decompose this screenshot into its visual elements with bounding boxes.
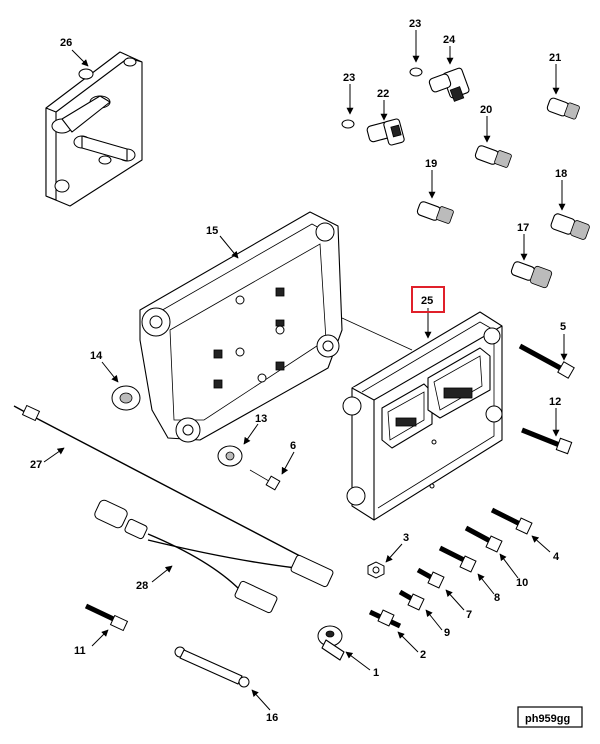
- callout-28: 28: [136, 580, 148, 592]
- callout-1: 1: [373, 667, 379, 679]
- part-9-bolt: [398, 589, 425, 611]
- callout-23-upper: 23: [409, 18, 421, 30]
- part-20-sensor: [474, 145, 512, 168]
- callout-6: 6: [290, 440, 296, 452]
- callout-25: 25: [421, 295, 433, 307]
- part-10-bolt: [464, 525, 503, 553]
- callout-5: 5: [560, 321, 566, 333]
- part-25-ecm: [342, 311, 503, 521]
- callout-23-lower: 23: [343, 72, 355, 84]
- part-14-grommet: [111, 385, 141, 411]
- callout-13: 13: [255, 413, 267, 425]
- callout-22: 22: [377, 88, 389, 100]
- reference-code: ph959gg: [525, 713, 570, 725]
- part-2-sensor: [368, 609, 402, 629]
- part-1-knock-sensor: [317, 625, 345, 661]
- part-21-sensor: [546, 97, 580, 120]
- callout-15: 15: [206, 225, 218, 237]
- callout-16: 16: [266, 712, 278, 724]
- callout-8: 8: [494, 592, 500, 604]
- part-13-spacer: [217, 445, 243, 467]
- part-6-bolt: [249, 469, 281, 491]
- part-19-sensor: [416, 201, 454, 224]
- part-23-o-ring-upper: [409, 67, 423, 77]
- callout-20: 20: [480, 104, 492, 116]
- callout-19: 19: [425, 158, 437, 170]
- part-24-sensor: [428, 67, 470, 102]
- highlight-box-25: [411, 286, 445, 313]
- part-8-bolt: [438, 545, 477, 573]
- part-7-bolt: [416, 567, 445, 589]
- callout-11: 11: [74, 645, 86, 657]
- part-5-bolt: [518, 343, 575, 379]
- part-4-bolt: [490, 507, 533, 535]
- part-18-sensor: [550, 213, 590, 240]
- part-28-harness: [94, 499, 334, 614]
- callout-10: 10: [516, 577, 528, 589]
- callout-24: 24: [443, 34, 456, 46]
- callout-18: 18: [555, 168, 567, 180]
- part-11-connector-pin: [84, 603, 129, 632]
- part-16-ground-strap: [174, 646, 250, 688]
- part-23-o-ring-lower: [341, 119, 355, 129]
- callout-4: 4: [553, 551, 560, 563]
- callout-14: 14: [90, 350, 103, 362]
- part-12-bolt: [521, 427, 573, 455]
- callout-7: 7: [466, 609, 472, 621]
- part-17-sensor: [510, 261, 553, 289]
- part-15-mounting-plate: [139, 211, 413, 443]
- callout-9: 9: [444, 627, 450, 639]
- callout-2: 2: [420, 649, 426, 661]
- callout-27: 27: [30, 459, 42, 471]
- part-22-sensor: [366, 118, 405, 146]
- callout-labels: 26 23 24 23 22 21 20 19 18 17 15 25 5 14…: [30, 18, 567, 724]
- callout-3: 3: [403, 532, 409, 544]
- callout-21: 21: [549, 52, 561, 64]
- callout-26: 26: [60, 37, 72, 49]
- part-3-nut: [367, 561, 385, 579]
- callout-12: 12: [549, 396, 561, 408]
- callout-17: 17: [517, 222, 529, 234]
- part-26-bracket: [45, 51, 143, 207]
- part-27-sensor-wire: [13, 404, 301, 557]
- reference-code-box: ph959gg: [517, 706, 583, 728]
